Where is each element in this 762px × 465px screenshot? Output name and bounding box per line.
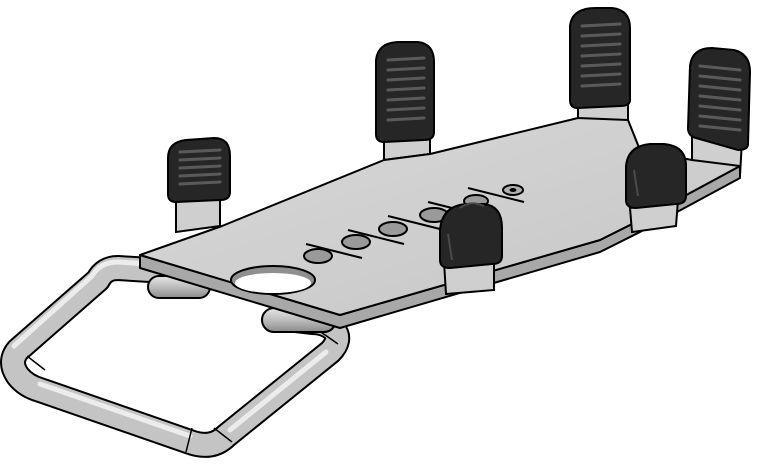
grip-rear-right [686,46,752,152]
grip-front-center [439,202,503,296]
round-hole-1 [303,248,333,264]
handle-tube-highlight [11,259,329,439]
handle-tube-fill [2,257,349,456]
grip-rear-center [569,7,631,110]
round-hole-3 [378,221,408,237]
grip-rear-left [375,41,435,144]
slot-hole-inner [235,273,311,293]
grip-front-left [167,136,231,204]
handle-joint [213,427,233,443]
round-hole-2 [341,234,371,250]
hole-row [303,187,525,264]
screw-hole [502,184,524,196]
handle-joint [185,427,193,453]
base-plate [139,117,741,329]
handle-joint [26,355,46,371]
grip-front-right [625,143,687,234]
